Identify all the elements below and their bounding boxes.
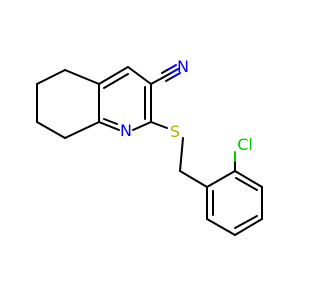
bond [98,66,129,85]
bond [103,73,129,89]
bond [161,68,170,74]
background [0,0,300,300]
bonds [36,66,263,236]
structure-canvas: N N S Cl [0,0,300,300]
sulfur-label: S [170,122,180,141]
bond [179,137,184,172]
bond [179,170,208,188]
ring-nitrogen-label: N [120,121,132,140]
bond [206,218,236,236]
bond [127,66,152,85]
chlorine-label: Cl [237,135,253,154]
bond [234,170,263,188]
bond [206,170,236,188]
bond [36,69,66,85]
bond [64,121,100,139]
bond [150,76,165,85]
nitrile-nitrogen-label: N [177,57,189,76]
bond [234,215,258,229]
bond [165,76,174,82]
bond [172,72,181,78]
bond [36,121,66,139]
bond [132,121,152,131]
bond [170,68,179,74]
molecule-drawing: N N S Cl [0,0,300,300]
bond [234,218,263,236]
nitrile-triple-bond [161,64,181,82]
bond [235,177,258,191]
bond [98,121,120,131]
bond [163,72,172,78]
bond [150,121,168,129]
bond [168,64,177,70]
bond [103,118,118,125]
bond [64,69,100,85]
